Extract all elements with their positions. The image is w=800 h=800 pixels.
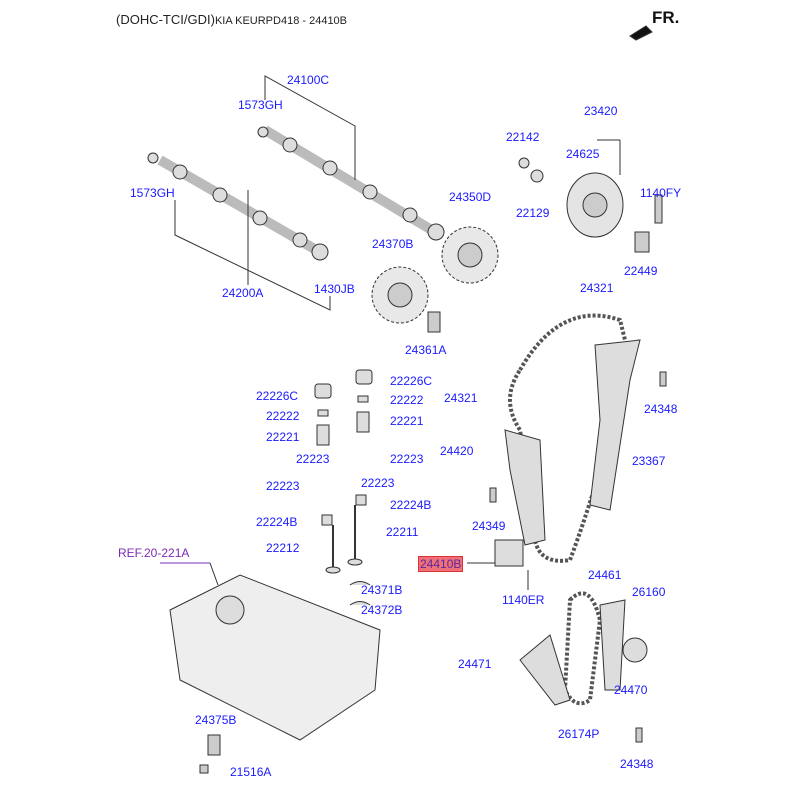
catalog-code: KIA KEURPD418 - 24410B [214,15,348,27]
part-label-22224B[interactable]: 22224B [390,498,432,512]
part-label-24348[interactable]: 24348 [644,402,678,416]
part-label-24471[interactable]: 24471 [458,657,492,671]
part-label-24461[interactable]: 24461 [588,568,622,582]
part-label-24348[interactable]: 24348 [620,757,654,771]
valve-train [314,369,373,606]
part-label-24100C[interactable]: 24100C [287,73,330,87]
part-label-24470[interactable]: 24470 [614,683,648,697]
part-label-22224B[interactable]: 22224B [256,515,298,529]
camshaft-exhaust [262,125,445,241]
part-label-22223[interactable]: 22223 [361,476,395,490]
diagram-header: (DOHC-TCI/GDI)KIA KEURPD418 - 24410B [116,12,347,27]
part-label-24200A[interactable]: 24200A [222,286,264,300]
part-label-23367[interactable]: 23367 [632,454,666,468]
part-label-1573GH[interactable]: 1573GH [238,98,283,112]
camshaft-intake [157,155,329,261]
part-label-22223[interactable]: 22223 [296,452,330,466]
part-label-24371B[interactable]: 24371B [361,583,403,597]
part-label-22223[interactable]: 22223 [266,479,300,493]
chain-tensioner [494,539,524,567]
part-label-24321[interactable]: 24321 [580,281,614,295]
chain-guide [589,339,641,511]
part-label-22226C[interactable]: 22226C [256,389,299,403]
part-label-21516A[interactable]: 21516A [230,765,272,779]
part-label-24410B-selected[interactable]: 24410B [418,556,464,572]
part-label-1140ER[interactable]: 1140ER [502,593,545,607]
part-label-22226C[interactable]: 22226C [390,374,433,388]
part-label-26160[interactable]: 26160 [632,585,666,599]
part-label-24375B[interactable]: 24375B [195,713,237,727]
part-label-22223[interactable]: 22223 [390,452,424,466]
part-label-24350D[interactable]: 24350D [449,190,492,204]
part-label-24372B[interactable]: 24372B [361,603,403,617]
front-direction-label: FR. [652,8,680,27]
part-label-22449[interactable]: 22449 [624,264,658,278]
part-label-1430JB[interactable]: 1430JB [314,282,355,296]
part-label-22221[interactable]: 22221 [266,430,300,444]
part-label-24321[interactable]: 24321 [444,391,478,405]
part-label-22129[interactable]: 22129 [516,206,550,220]
part-label-24420[interactable]: 24420 [440,444,474,458]
part-label-26174P[interactable]: 26174P [558,727,600,741]
part-label-24370B[interactable]: 24370B [372,237,414,251]
engine-type: (DOHC-TCI/GDI) [116,12,215,27]
part-label-24361A[interactable]: 24361A [405,343,447,357]
part-label-23420[interactable]: 23420 [584,104,618,118]
part-label-24625[interactable]: 24625 [566,147,600,161]
part-label-22221[interactable]: 22221 [390,414,424,428]
part-label-22142[interactable]: 22142 [506,130,540,144]
part-label-1573GH[interactable]: 1573GH [130,186,175,200]
timing-chain [508,313,633,563]
reference-link[interactable]: REF.20-221A [118,546,190,560]
front-arrow-icon [629,25,653,41]
part-label-24349[interactable]: 24349 [472,519,506,533]
part-label-22222[interactable]: 22222 [266,409,300,423]
part-label-22211[interactable]: 22211 [386,525,419,539]
part-label-22222[interactable]: 22222 [390,393,424,407]
part-label-1140FY[interactable]: 1140FY [640,186,682,200]
chain-tensioner-arm [504,429,546,546]
part-label-22212[interactable]: 22212 [266,541,300,555]
